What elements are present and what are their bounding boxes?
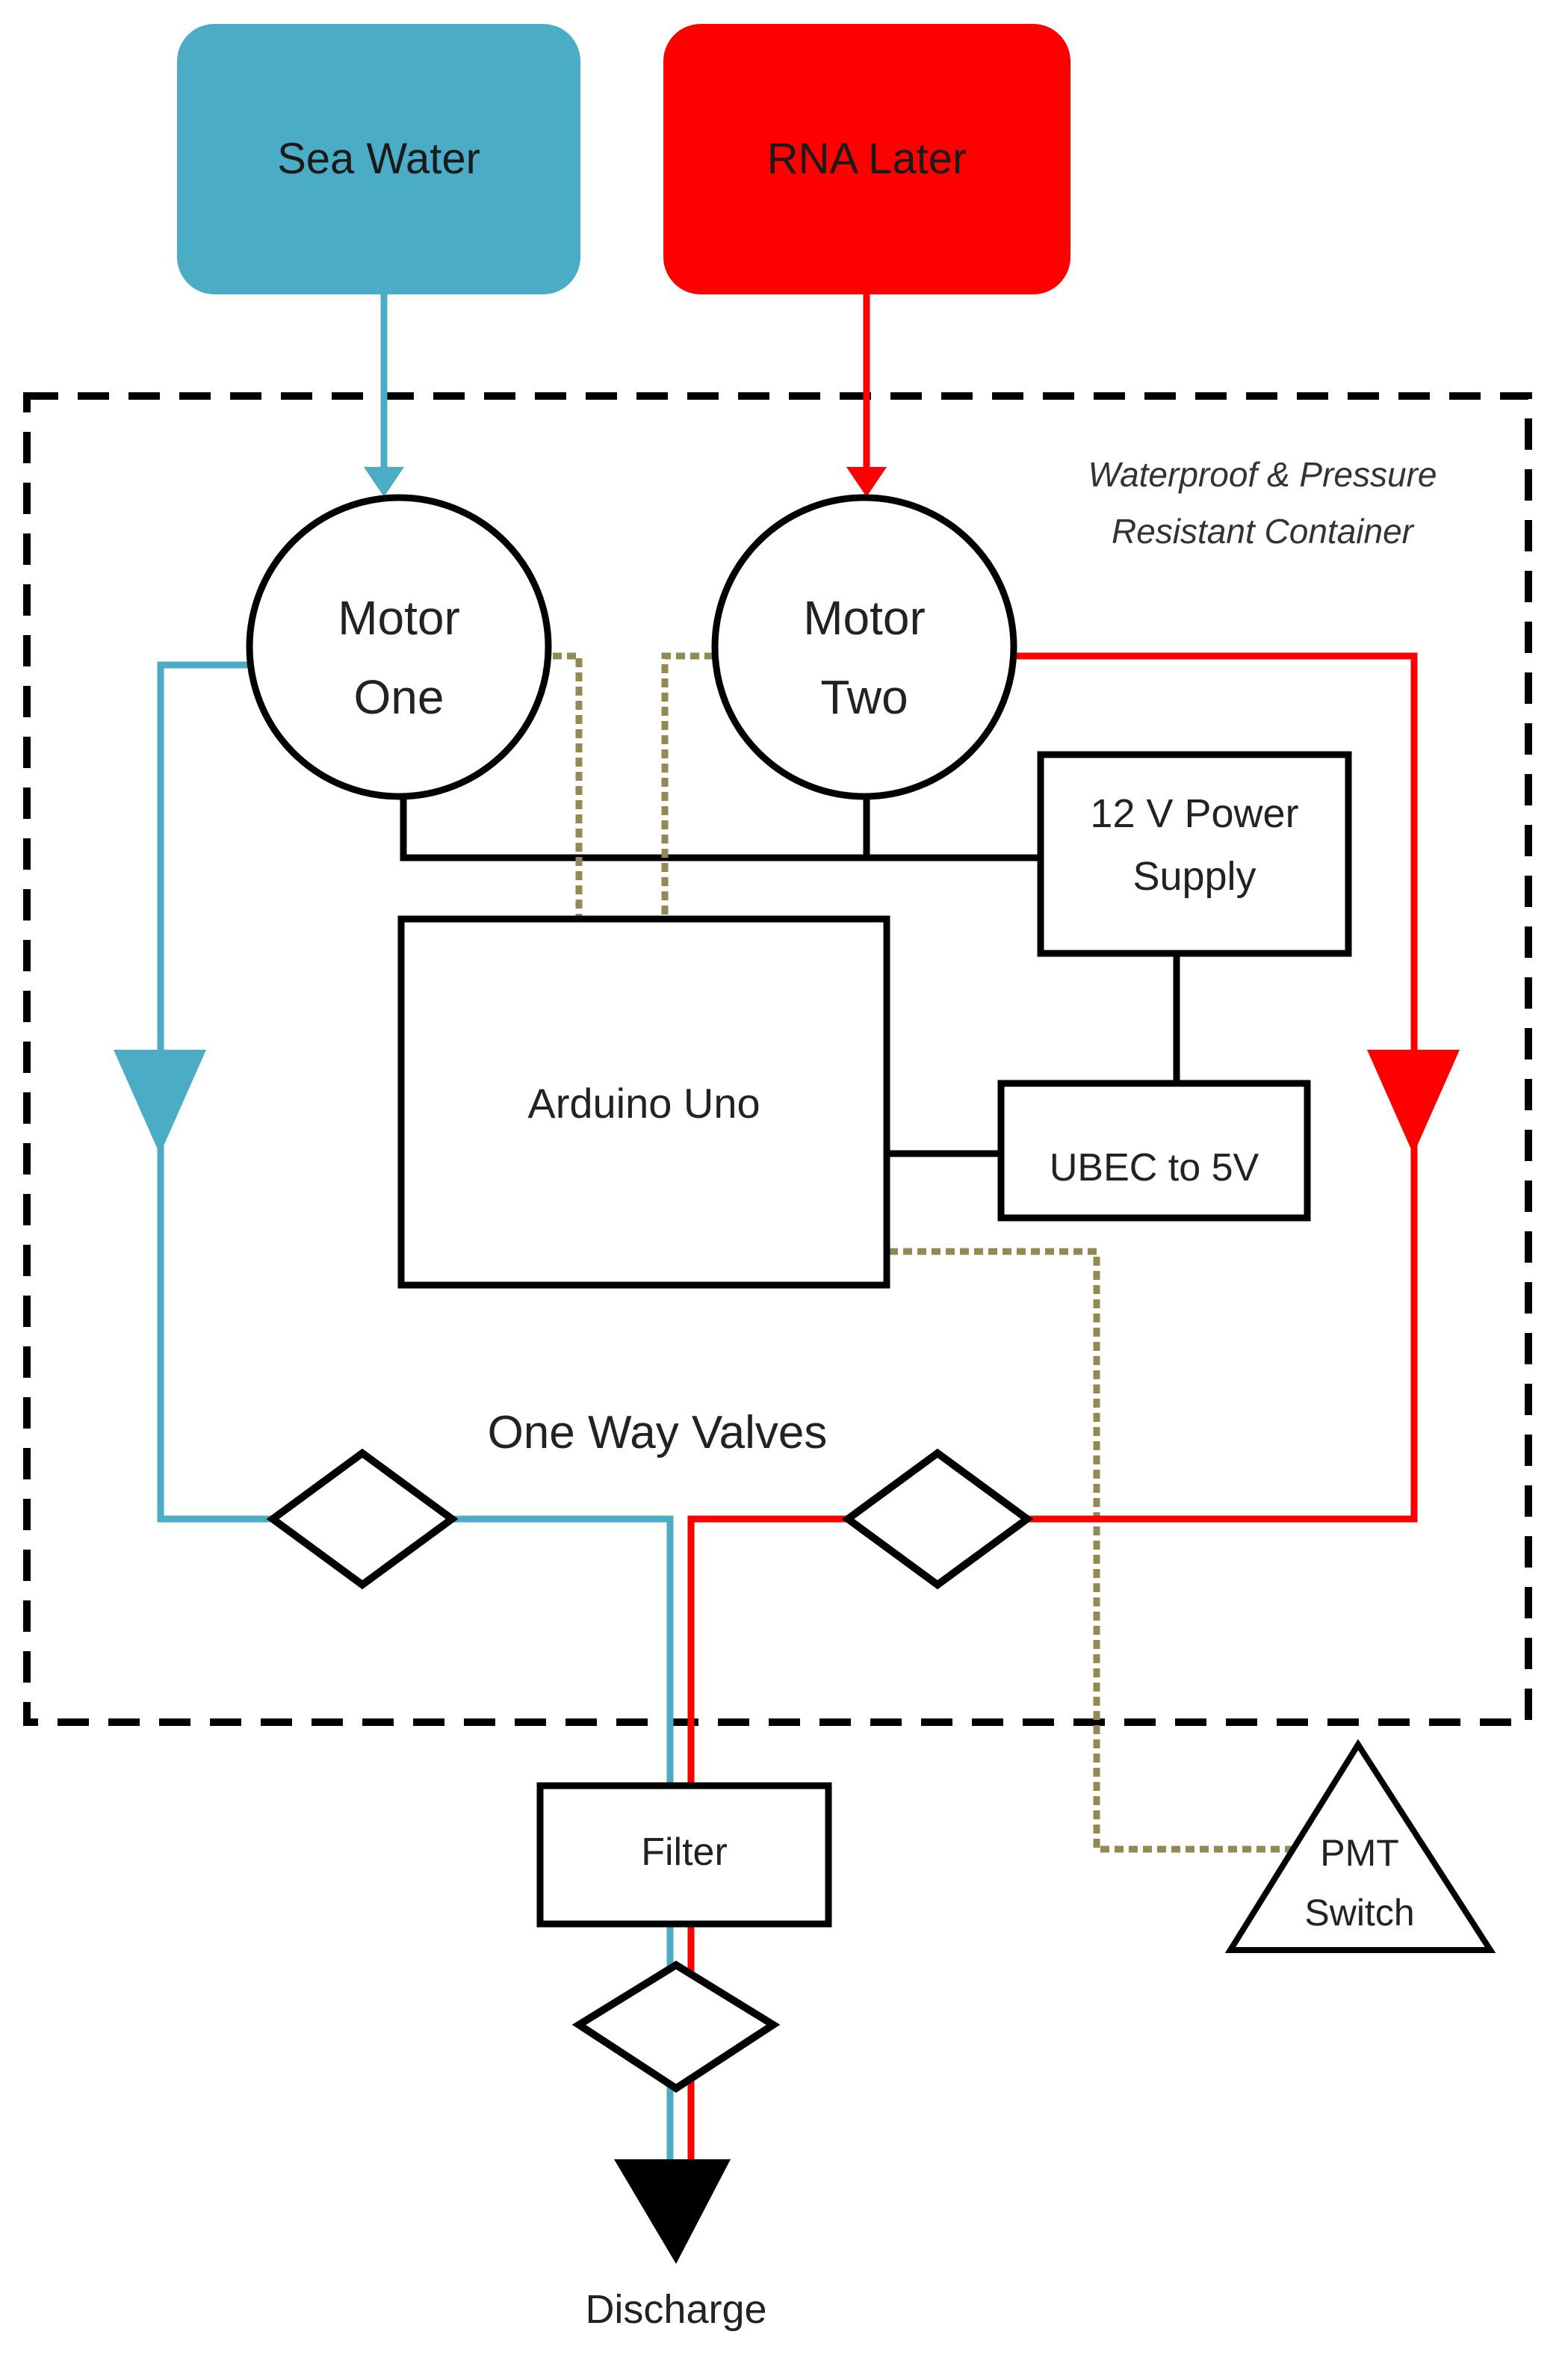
sea-water-direction-arrow (114, 1050, 206, 1154)
valves-label: One Way Valves (487, 1407, 828, 1458)
ubec-box (997, 1080, 1311, 1222)
power-supply-label: 12 V Power Supply (1090, 791, 1299, 899)
container-boundary (23, 392, 1532, 1726)
filter-box (536, 1782, 832, 1928)
sea-water-source: Sea Water (177, 24, 580, 294)
motor-one-label: Motor One (338, 591, 460, 724)
arduino-label: Arduino Uno (527, 1080, 760, 1127)
motor-two (711, 494, 1017, 800)
discharge-arrow (614, 2159, 731, 2264)
valve-sea-water (266, 1448, 459, 1590)
valve-discharge (571, 1961, 781, 2093)
rna-later-direction-arrow (1367, 1050, 1460, 1154)
pmt-switch-triangle (1224, 1739, 1496, 1953)
arduino-box (397, 915, 890, 1289)
power-wiring (400, 796, 1180, 1157)
container-label: Waterproof & Pressure Resistant Containe… (1088, 455, 1437, 551)
rna-later-label: RNA Later (766, 134, 967, 183)
signal-wiring (553, 652, 1294, 1853)
ubec-label: UBEC to 5V (1049, 1146, 1259, 1189)
sea-water-inlet-arrow (364, 467, 404, 497)
power-supply-box (1037, 751, 1352, 957)
pmt-switch-label: PMT Switch (1304, 1832, 1415, 1934)
rna-later-inlet-arrow (846, 467, 887, 497)
motor-one (246, 494, 552, 800)
filter-label: Filter (641, 1831, 728, 1874)
valve-rna-later (841, 1448, 1034, 1590)
discharge-label: Discharge (585, 2287, 767, 2332)
motor-two-label: Motor Two (803, 591, 926, 724)
sea-water-label: Sea Water (277, 134, 480, 183)
rna-later-source: RNA Later (663, 24, 1070, 294)
